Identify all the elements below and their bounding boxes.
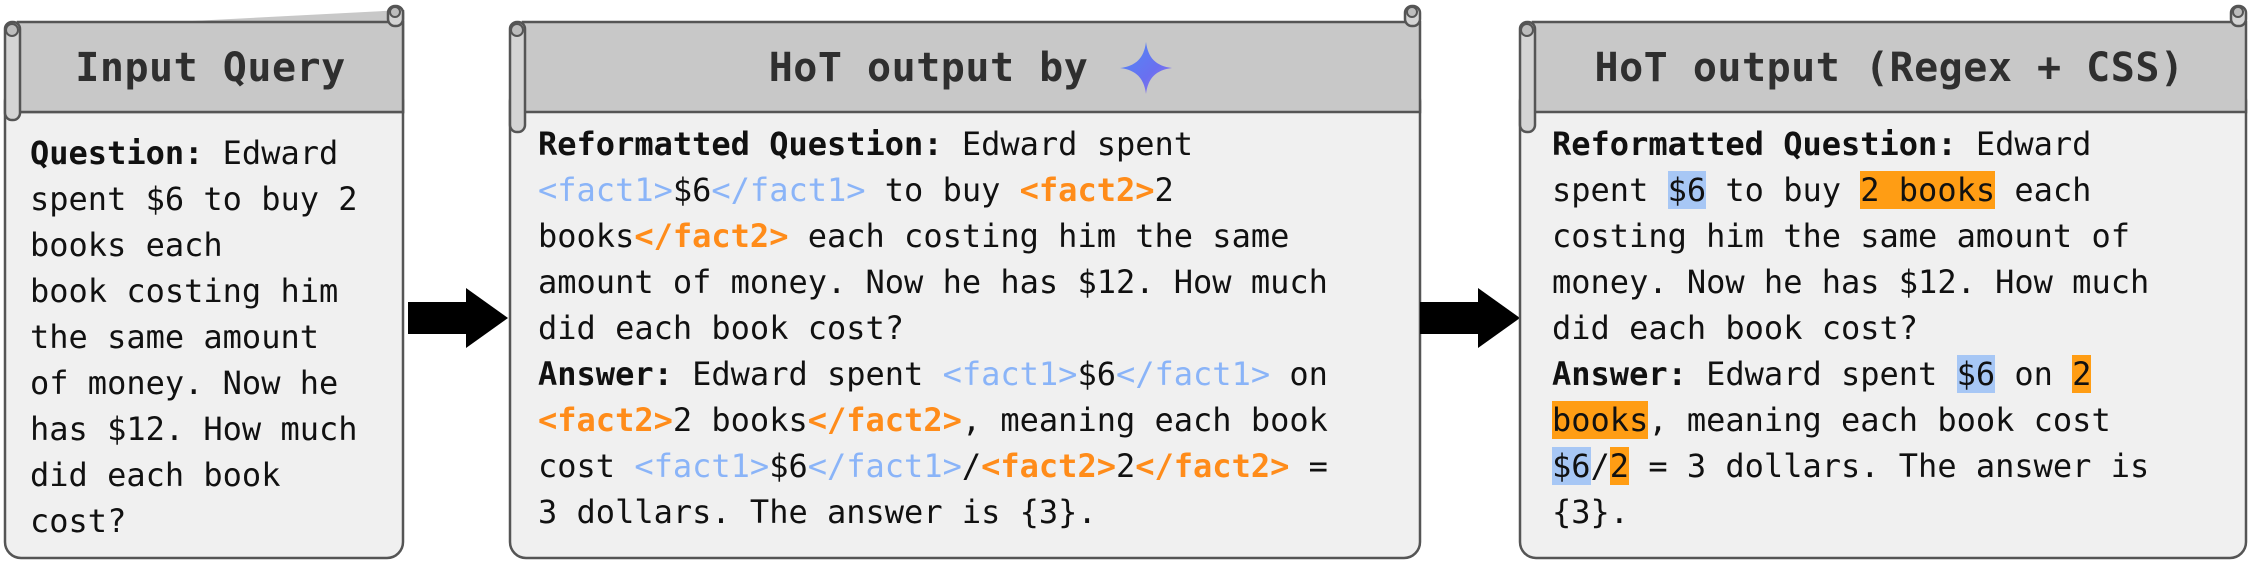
scroll-frame xyxy=(508,4,1422,560)
text-line: cost <fact1>$6</fact1>/<fact2>2</fact2> … xyxy=(538,443,1328,489)
text-span: $6 xyxy=(672,171,712,209)
text-span: on xyxy=(1995,355,2073,393)
text-line: did each book cost? xyxy=(1552,309,1919,347)
arrow-right-icon xyxy=(1420,288,1520,348)
fact1-highlight: $6 xyxy=(1552,447,1591,485)
text-span: Edward spent xyxy=(672,355,943,393)
text-line: {3}. xyxy=(1552,493,1630,531)
text-span: to buy xyxy=(865,171,1020,209)
fact2-tag: </fact2> xyxy=(634,217,789,255)
fact2-highlight: 2 xyxy=(1609,447,1630,485)
fact1-tag: <fact1> xyxy=(942,355,1078,393)
fact1-highlight: $6 xyxy=(1667,171,1707,209)
text-span: 2 books xyxy=(672,401,808,439)
text-span: each costing him the same xyxy=(788,217,1290,255)
text-line: books, meaning each book cost xyxy=(1552,397,2149,443)
regex-css-output-panel: HoT output (Regex + CSS) Reformatted Que… xyxy=(1515,0,2255,563)
fact2-tag: <fact2> xyxy=(538,401,673,439)
text-line: cost? xyxy=(30,502,127,540)
text-span: / xyxy=(961,447,982,485)
text-span: Edward xyxy=(1956,125,2092,163)
fact1-tag: </fact1> xyxy=(711,171,866,209)
text-span: each xyxy=(1995,171,2092,209)
text-span: books xyxy=(538,217,635,255)
fact2-tag: <fact2> xyxy=(981,447,1116,485)
text-line: <fact2>2 books</fact2>, meaning each boo… xyxy=(538,397,1328,443)
fact2-tag: <fact2> xyxy=(1019,171,1155,209)
text-span: 2 xyxy=(1115,447,1136,485)
panel-title: HoT output (Regex + CSS) xyxy=(1594,45,2185,91)
text-line: spent $6 to buy 2 xyxy=(30,180,358,218)
text-line: has $12. How much xyxy=(30,410,358,448)
panel-title-text: HoT output by xyxy=(768,45,1089,91)
answer-label: Answer: xyxy=(538,355,673,393)
text-span: to buy xyxy=(1706,171,1861,209)
input-query-panel: Input Query Question: Edward spent $6 to… xyxy=(0,0,410,563)
fact2-highlight: 2 books xyxy=(1860,171,1996,209)
fact1-tag: <fact1> xyxy=(538,171,673,209)
panel-title: Input Query xyxy=(75,45,346,91)
text-line: costing him the same amount of xyxy=(1552,217,2130,255)
arrow-right-icon xyxy=(408,288,508,348)
text-line: <fact1>$6</fact1> to buy <fact2>2 xyxy=(538,167,1328,213)
text-line: Answer: Edward spent <fact1>$6</fact1> o… xyxy=(538,351,1328,397)
question-label: Question: xyxy=(30,134,204,172)
fact1-highlight: $6 xyxy=(1956,355,1996,393)
panel-body: Reformatted Question: Edward spent <fact… xyxy=(538,121,1328,535)
text-span: cost xyxy=(538,447,635,485)
gemini-sparkle-icon xyxy=(1120,42,1173,94)
scroll-frame xyxy=(3,4,405,560)
text-line: books each xyxy=(30,226,223,264)
text-line: 3 dollars. The answer is {3}. xyxy=(538,493,1097,531)
text-line: amount of money. Now he has $12. How muc… xyxy=(538,263,1328,301)
reformatted-question-label: Reformatted Question: xyxy=(538,125,943,163)
fact2-highlight: 2 xyxy=(2072,355,2092,393)
text-line: of money. Now he xyxy=(30,364,339,402)
text-line: spent $6 to buy 2 books each xyxy=(1552,167,2149,213)
text-span: / xyxy=(1590,447,1610,485)
panel-body: Question: Edward spent $6 to buy 2 books… xyxy=(30,130,358,544)
text-span: $6 xyxy=(1077,355,1116,393)
fact2-tag: </fact2> xyxy=(807,401,962,439)
text-line: Question: Edward xyxy=(30,130,358,176)
text-line: $6/2 = 3 dollars. The answer is xyxy=(1552,443,2149,489)
panel-title: HoT output by xyxy=(523,28,1420,108)
text-span: Edward spent xyxy=(942,125,1194,163)
text-span: 2 xyxy=(1154,171,1174,209)
gemini-output-panel: HoT output by Reformatted Question: Edwa… xyxy=(505,0,1425,563)
text-line: did each book xyxy=(30,456,281,494)
text-line: Reformatted Question: Edward spent xyxy=(538,121,1328,167)
text-span: Edward spent xyxy=(1686,355,1957,393)
text-span: , meaning each book xyxy=(961,401,1328,439)
panel-body: Reformatted Question: Edward spent $6 to… xyxy=(1552,121,2149,535)
reformatted-question-label: Reformatted Question: xyxy=(1552,125,1957,163)
text-span: Edward xyxy=(203,134,339,172)
text-line: Reformatted Question: Edward xyxy=(1552,121,2149,167)
text-line: Answer: Edward spent $6 on 2 xyxy=(1552,351,2149,397)
fact1-tag: </fact1> xyxy=(1115,355,1271,393)
text-line: money. Now he has $12. How much xyxy=(1552,263,2150,301)
fact2-tag: </fact2> xyxy=(1135,447,1290,485)
text-span: = 3 dollars. The answer is xyxy=(1629,447,2150,485)
fact2-highlight: books xyxy=(1552,401,1649,439)
text-span: = xyxy=(1289,447,1328,485)
text-span: spent xyxy=(1552,171,1668,209)
text-span: $6 xyxy=(769,447,808,485)
text-line: did each book cost? xyxy=(538,309,905,347)
text-span: on xyxy=(1270,355,1328,393)
fact1-tag: <fact1> xyxy=(634,447,770,485)
text-span: , meaning each book cost xyxy=(1648,401,2111,439)
text-line: book costing him xyxy=(30,272,339,310)
text-line: the same amount xyxy=(30,318,319,356)
answer-label: Answer: xyxy=(1552,355,1687,393)
fact1-tag: </fact1> xyxy=(807,447,962,485)
text-line: books</fact2> each costing him the same xyxy=(538,213,1328,259)
